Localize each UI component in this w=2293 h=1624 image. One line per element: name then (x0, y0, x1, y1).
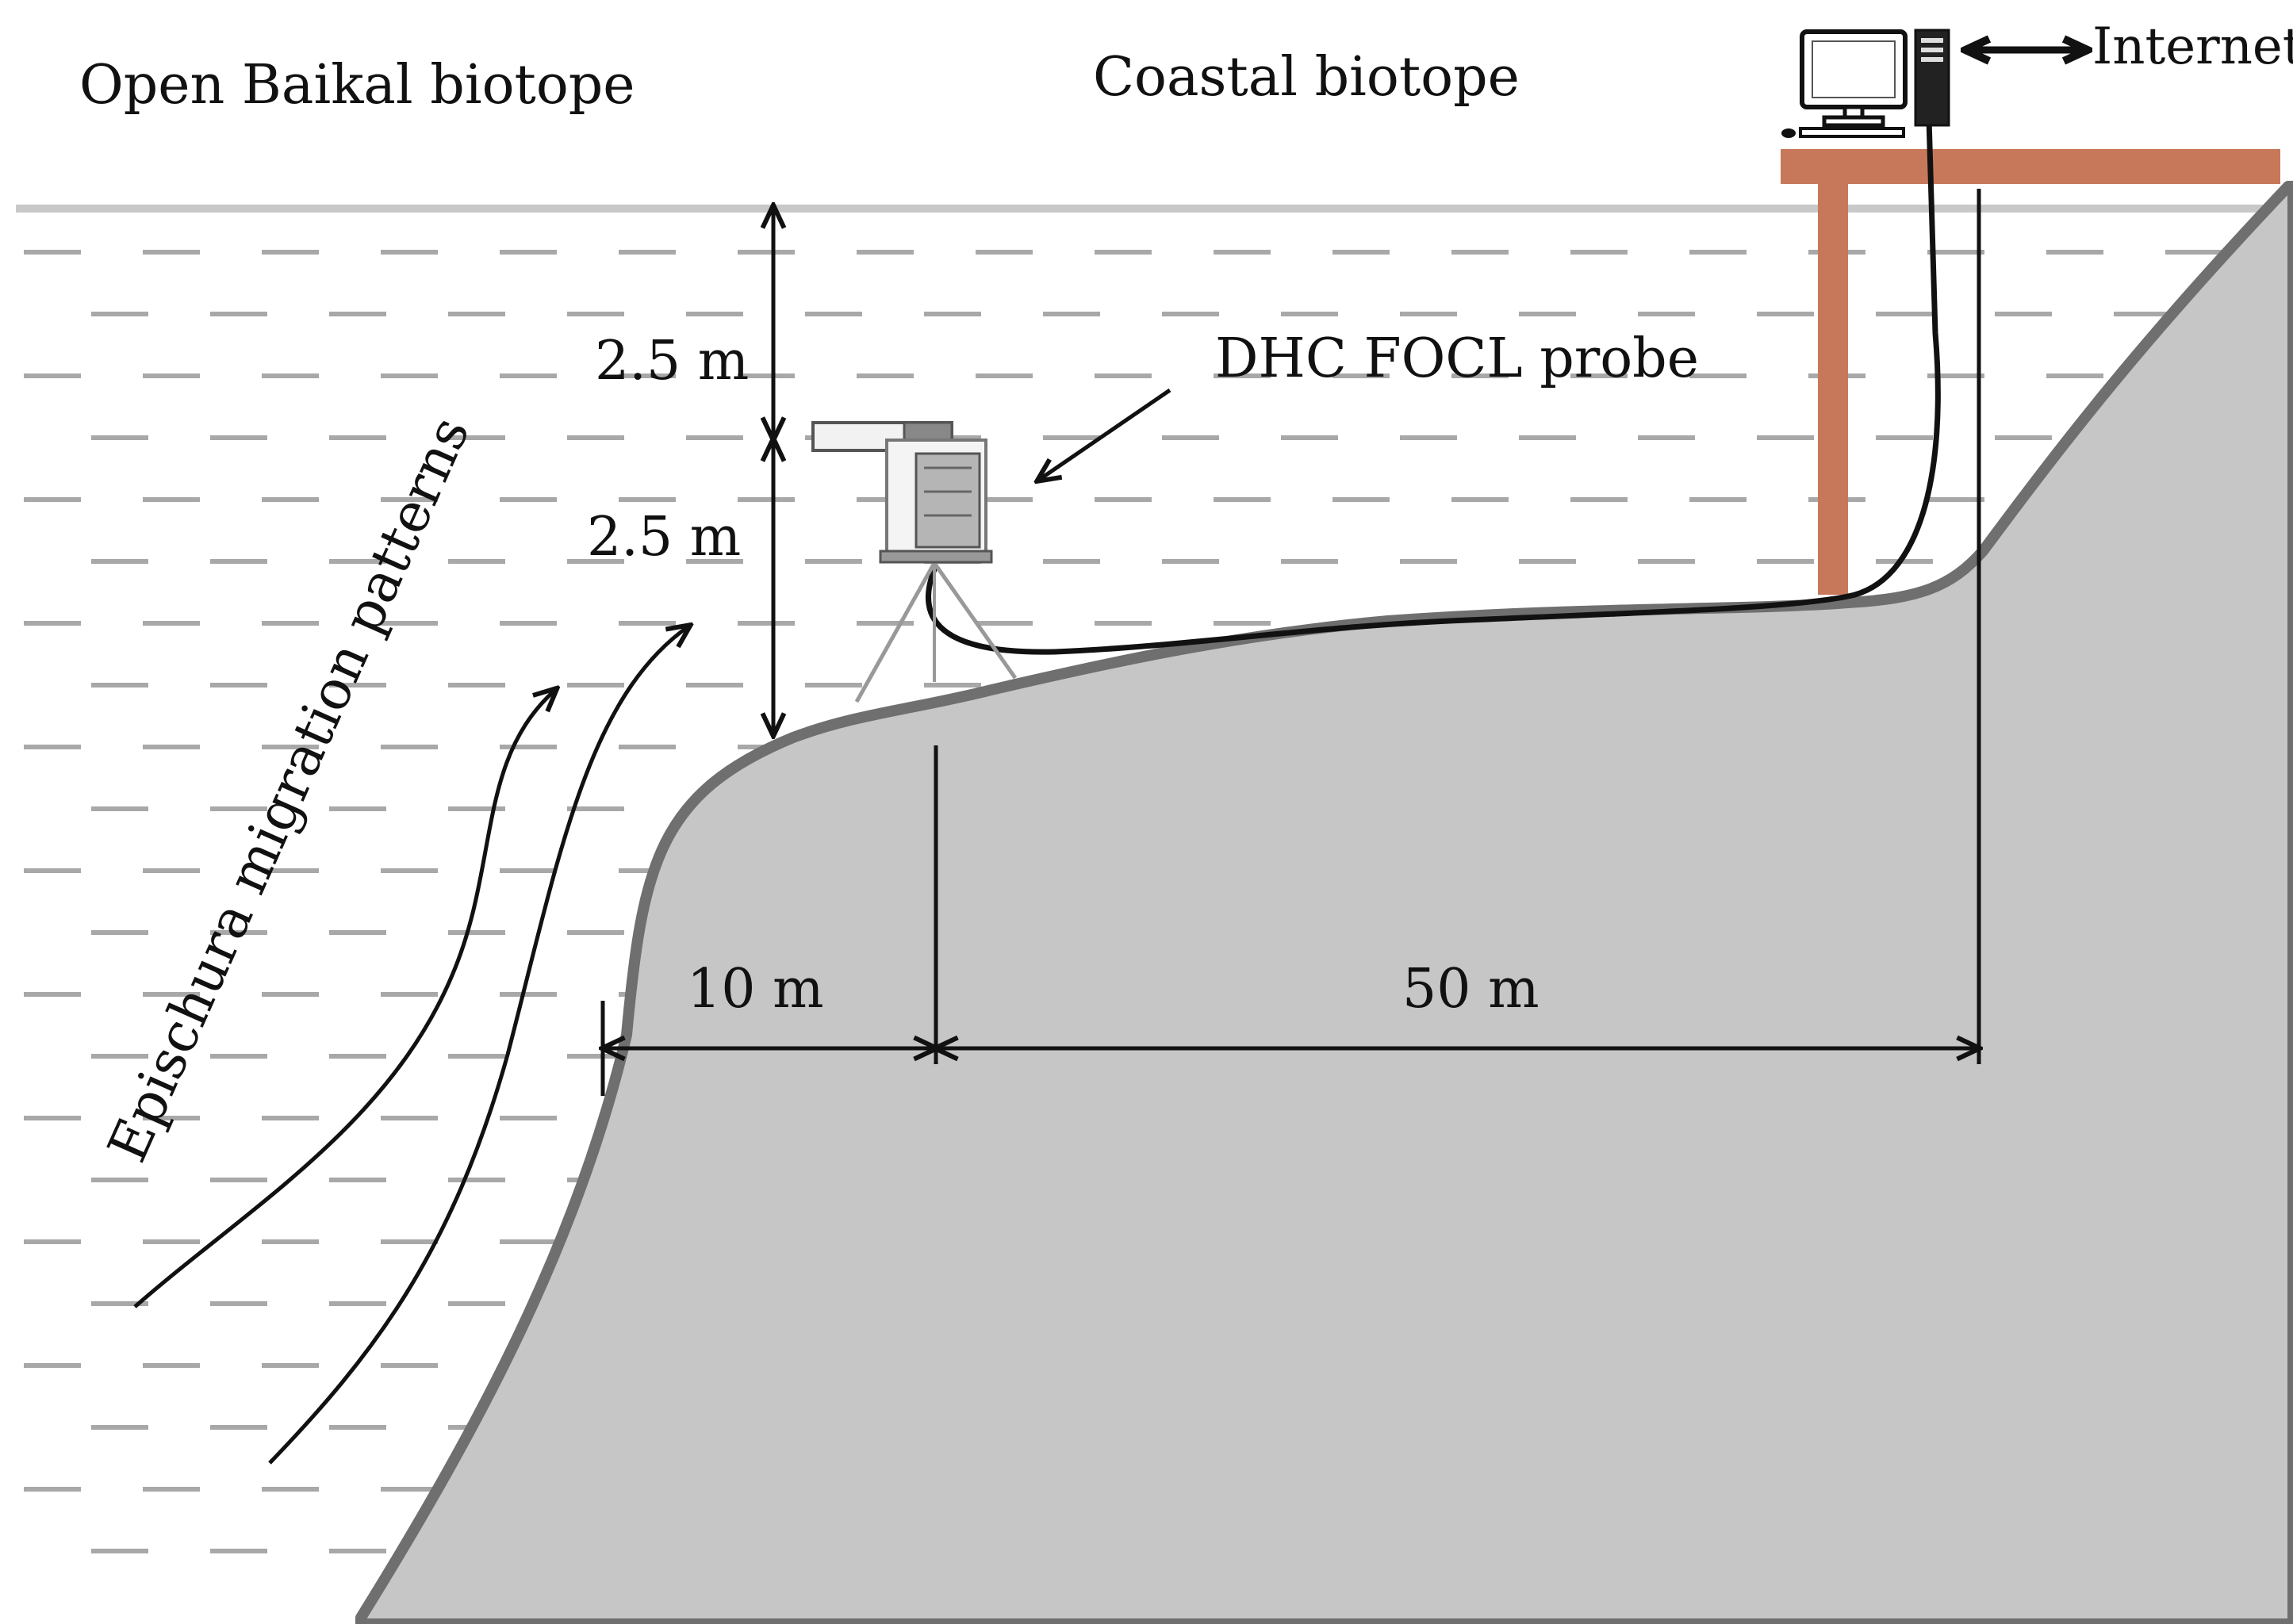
depth-upper-label: 2.5 m (595, 330, 749, 393)
lake-bed (355, 181, 2293, 1624)
migration-arrow-1 (133, 690, 555, 1308)
open-biotope-label: Open Baikal biotope (79, 54, 635, 117)
distance-pier-label: 50 m (1402, 958, 1540, 1021)
probe-label: DHC FOCL probe (1215, 327, 1699, 390)
fiber-optic-cable (925, 116, 1941, 655)
pier-deck (1781, 149, 2280, 184)
desktop-computer-icon (1781, 29, 1950, 138)
distance-shore-label: 10 m (687, 958, 824, 1021)
water-surface (16, 205, 2284, 213)
pier (1781, 149, 2280, 595)
coastal-biotope-label: Coastal biotope (1093, 46, 1520, 109)
probe-icon (811, 421, 1018, 703)
pier-leg (1818, 178, 1848, 595)
migration-label: Epischura migration patterns (96, 408, 481, 1171)
migration-arrow-2 (268, 626, 688, 1465)
depth-lower-label: 2.5 m (587, 506, 741, 569)
internet-label: Internet (2092, 17, 2293, 76)
probe-pointer-arrow (1039, 388, 1171, 480)
